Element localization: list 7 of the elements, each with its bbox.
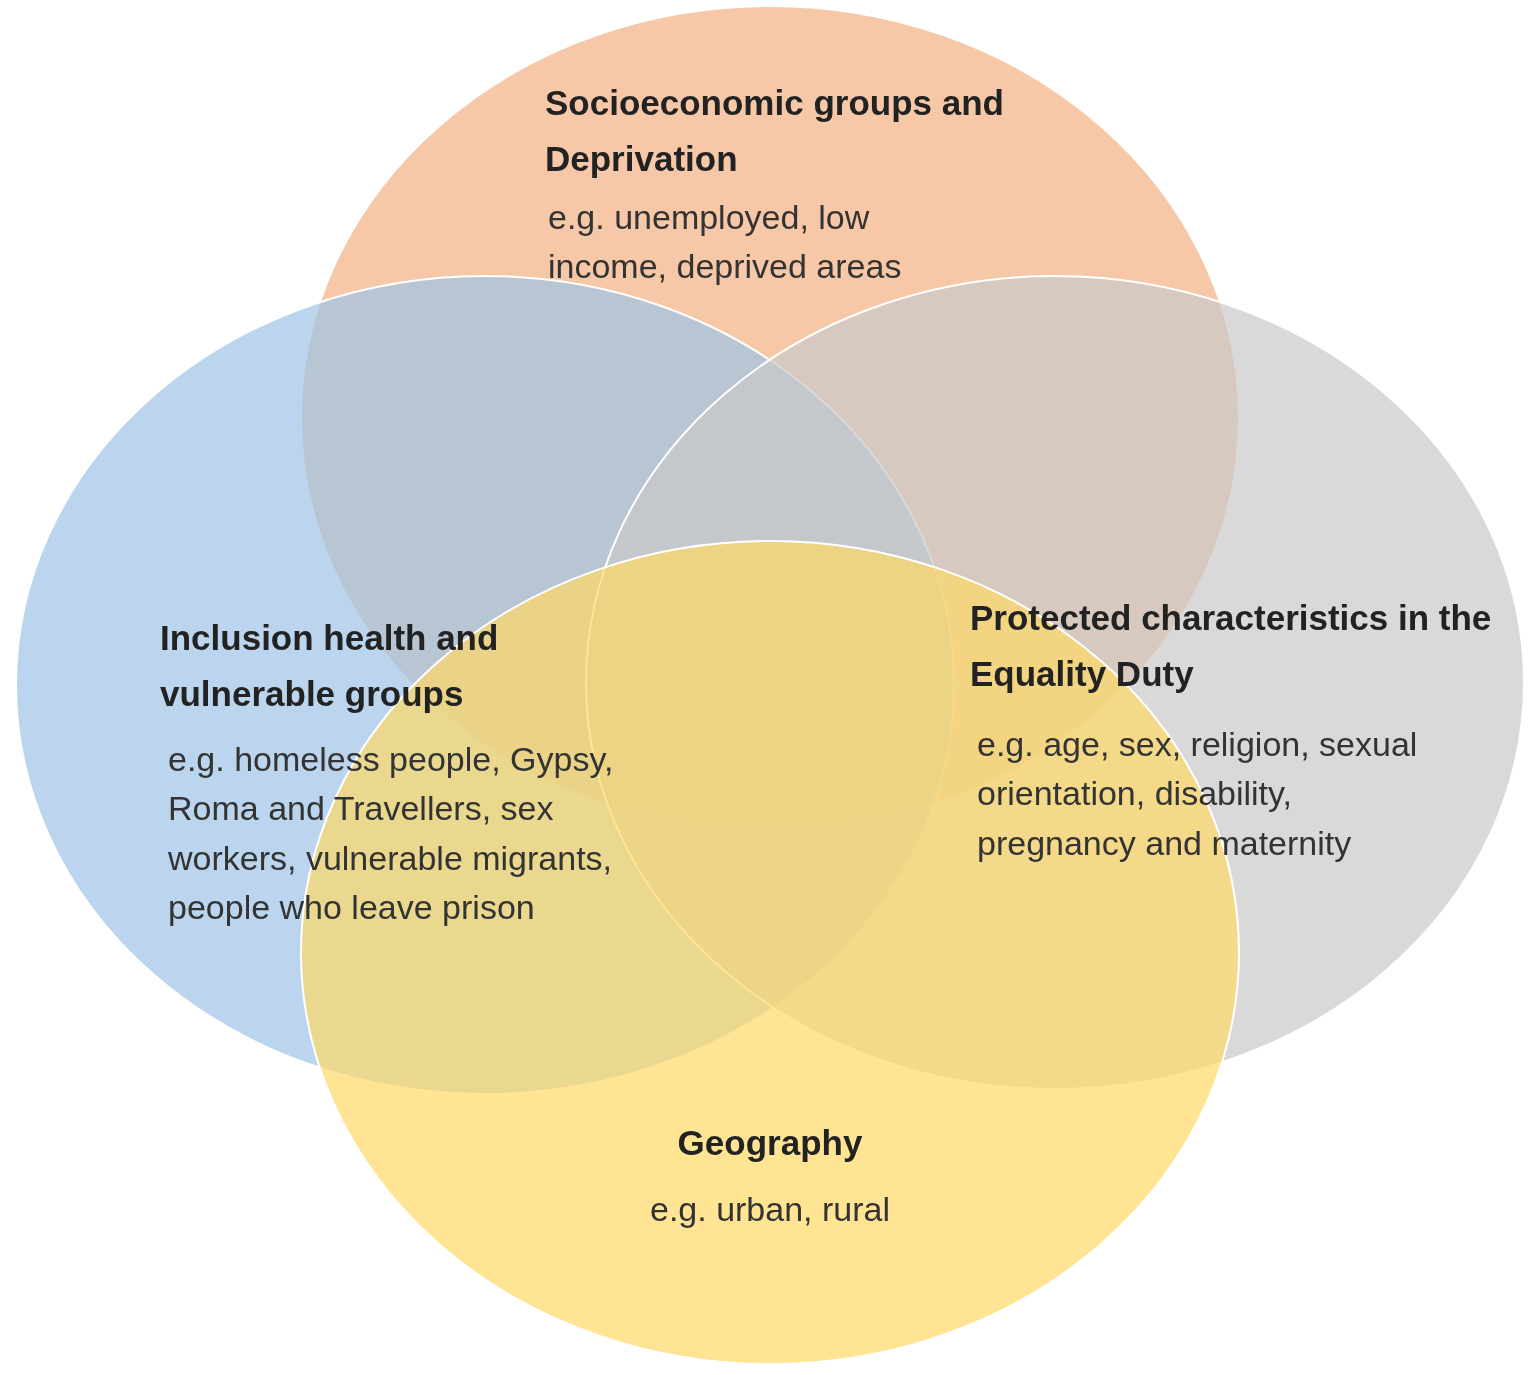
set-examples: e.g. unemployed, low income, deprived areas <box>548 197 903 288</box>
set-examples: e.g. urban, rural <box>649 1189 891 1230</box>
set-examples: e.g. age, sex, religion, sexual orientation, disability, pregnancy and maternity <box>977 724 1419 864</box>
set-heading: Protected characteristics in the Equality Duty <box>970 597 1493 695</box>
set-heading: Inclusion health and vulnerable groups <box>160 617 500 715</box>
set-heading: Geography <box>676 1122 864 1164</box>
set-heading: Socioeconomic groups and Deprivation <box>545 82 1005 180</box>
